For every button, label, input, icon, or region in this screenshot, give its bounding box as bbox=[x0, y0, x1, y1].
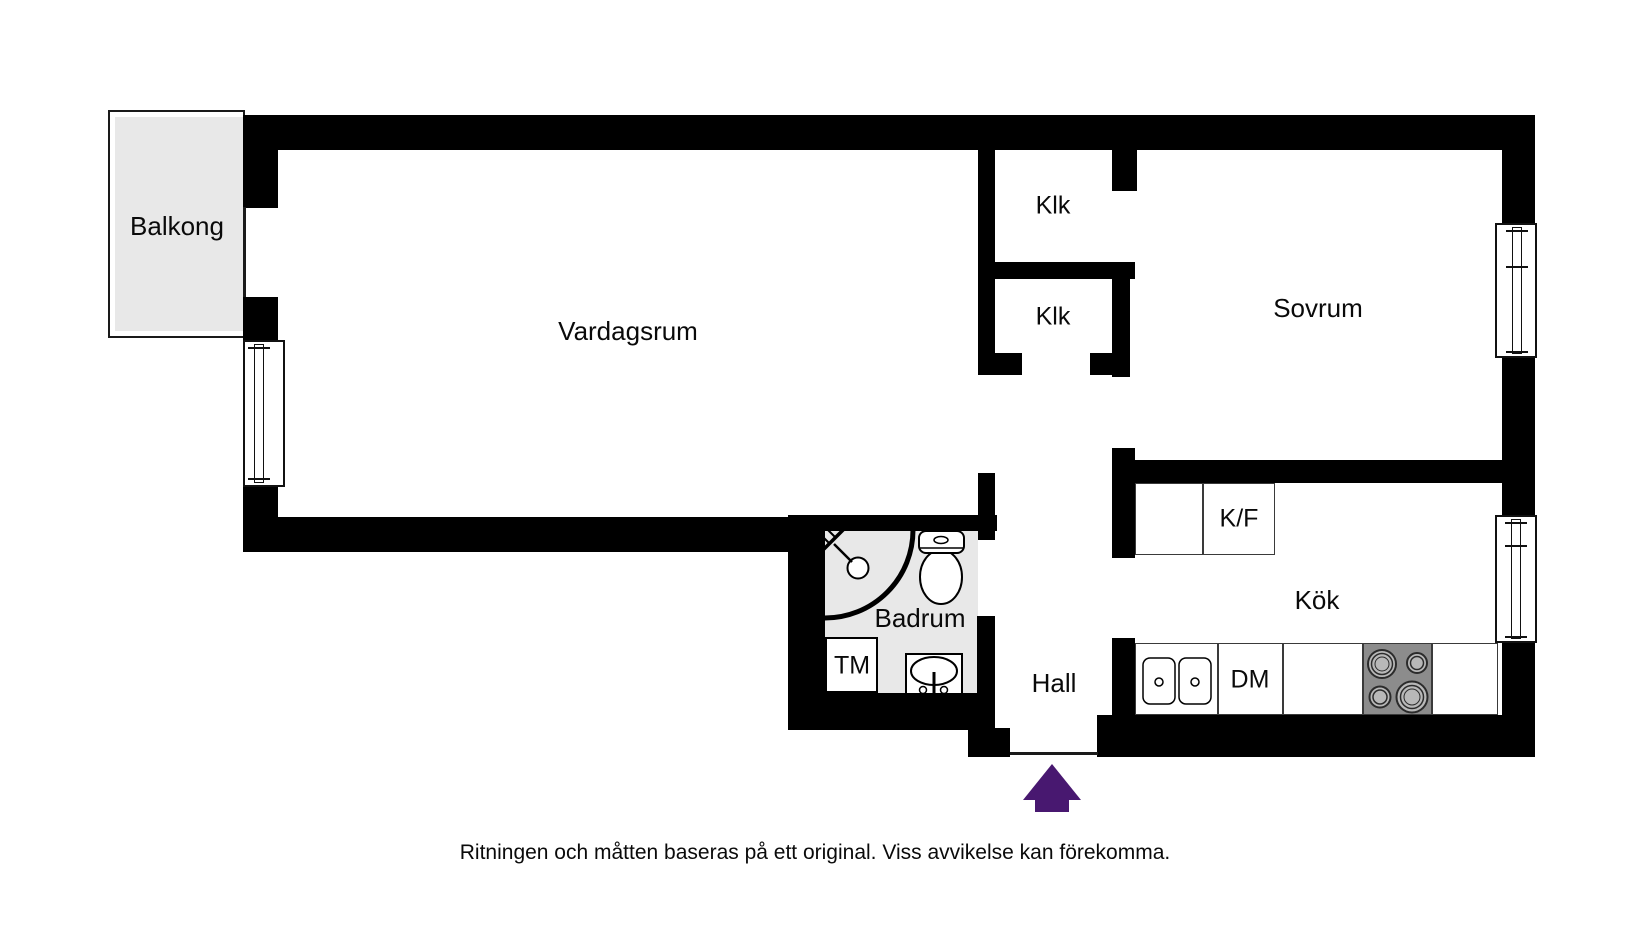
wall-closet-west bbox=[978, 147, 995, 375]
wall-east-upper bbox=[1502, 150, 1535, 225]
kitchen-counter-box bbox=[1432, 643, 1498, 715]
window-west-pane bbox=[254, 344, 264, 483]
room-label-kok: Kök bbox=[1294, 585, 1340, 615]
window-kitchen-pane bbox=[1511, 519, 1521, 639]
kitchen-counter-box bbox=[1135, 483, 1203, 555]
wall-closet1-east-stub bbox=[1112, 147, 1137, 191]
room-label-hall: Hall bbox=[1031, 668, 1077, 698]
wall-top bbox=[243, 115, 1535, 150]
bath-sink-box bbox=[905, 653, 963, 695]
window-west-tick bbox=[248, 347, 270, 349]
room-label-balkong: Balkong bbox=[130, 211, 224, 241]
wall-kitchen-west-lower bbox=[1112, 638, 1135, 715]
window-west bbox=[243, 340, 285, 487]
disclaimer-text: Ritningen och måtten baseras på ett orig… bbox=[459, 841, 1171, 864]
fridge-freezer-box bbox=[1203, 483, 1275, 555]
wall-west-upper bbox=[243, 150, 278, 208]
kitchen-sink-box bbox=[1135, 643, 1218, 715]
wall-east-mid bbox=[1502, 356, 1535, 517]
wall-closet-divider bbox=[995, 262, 1135, 279]
wall-bath-north bbox=[788, 515, 997, 531]
kitchen-counter-box bbox=[1283, 643, 1363, 715]
window-kitchen-tick bbox=[1505, 522, 1527, 524]
balcony-floor bbox=[115, 117, 243, 331]
wall-kitchen-north bbox=[1112, 460, 1502, 483]
wall-bath-south bbox=[788, 693, 978, 730]
window-bedroom-pane bbox=[1512, 227, 1522, 354]
appliance-label-dm: DM bbox=[1230, 665, 1270, 694]
wall-closet2-east bbox=[1112, 262, 1130, 377]
room-label-klk-1: Klk bbox=[1035, 191, 1071, 220]
wall-closet2-south-right bbox=[1090, 353, 1120, 375]
dishwasher-box bbox=[1218, 643, 1283, 715]
room-label-klk-2: Klk bbox=[1035, 302, 1071, 331]
room-label-sovrum: Sovrum bbox=[1273, 293, 1363, 323]
entrance-arrow-icon bbox=[1023, 764, 1081, 812]
wall-entry-left bbox=[968, 728, 1010, 757]
wall-south-right bbox=[1097, 715, 1535, 757]
window-bedroom-tick bbox=[1506, 266, 1528, 268]
wall-livingroom-south bbox=[243, 517, 803, 552]
window-bedroom-tick bbox=[1506, 230, 1528, 232]
window-kitchen-tick bbox=[1505, 545, 1527, 547]
room-label-vardagsrum: Vardagsrum bbox=[558, 316, 698, 346]
appliance-label-kf: K/F bbox=[1219, 504, 1259, 533]
wall-hall-west bbox=[978, 473, 995, 540]
appliance-label-tm: TM bbox=[833, 651, 871, 680]
room-label-badrum: Badrum bbox=[874, 603, 966, 633]
wall-bath-east bbox=[977, 616, 995, 730]
washing-machine-box bbox=[825, 637, 878, 693]
window-west-tick bbox=[248, 478, 270, 480]
window-kitchen-tick bbox=[1505, 636, 1527, 638]
entrance-threshold-line bbox=[1010, 752, 1098, 755]
wall-west-mid bbox=[243, 297, 278, 342]
stove-box bbox=[1363, 643, 1432, 715]
wall-closet2-south-left bbox=[995, 353, 1022, 375]
balcony-door-line bbox=[243, 207, 246, 297]
window-bedroom-tick bbox=[1506, 351, 1528, 353]
